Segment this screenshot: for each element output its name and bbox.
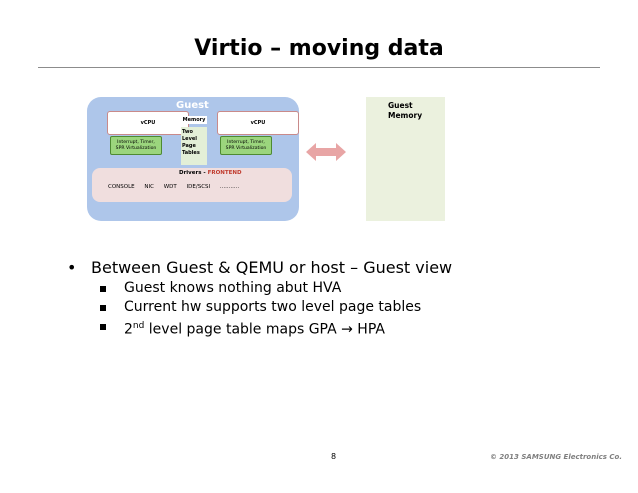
interrupt-left-box: Interrupt, Timer, SPR Virtualization <box>110 136 162 155</box>
page-number: 8 <box>331 452 337 461</box>
vcpu-right-box: vCPU <box>217 111 299 135</box>
two-level-line-3: Page <box>182 143 196 149</box>
bullet-sub-3-post: level page table maps GPA → HPA <box>144 321 385 338</box>
square-bullet-icon <box>100 286 106 292</box>
guest-label: Guest <box>176 100 209 111</box>
slide-title: Virtio – moving data <box>194 36 444 61</box>
drivers-prefix: Drivers - <box>179 170 208 176</box>
two-level-line-1: Two <box>182 129 193 135</box>
double-arrow-icon <box>306 143 346 161</box>
square-bullet-icon <box>100 324 106 330</box>
bullet-sub-2-text: Current hw supports two level page table… <box>124 299 422 315</box>
drivers-label: Drivers - FRONTEND <box>179 170 242 176</box>
interrupt-right-line2: SPR Virtualization <box>225 145 267 151</box>
interrupt-right-line1: Interrupt, Timer, <box>227 139 265 145</box>
drivers-list: CONSOLE NIC WDT IDE/SCSI ........... <box>108 184 247 190</box>
vcpu-left-label: vCPU <box>140 120 156 126</box>
bullet-sub-3: 2nd level page table maps GPA → HPA <box>67 317 452 340</box>
memory-label: Memory <box>181 116 207 124</box>
driver-console: CONSOLE <box>108 184 135 190</box>
bullet-sub-3-sup: nd <box>132 321 145 331</box>
title-divider <box>38 67 600 68</box>
drivers-frontend: FRONTEND <box>207 170 242 176</box>
guest-memory-box <box>366 97 445 221</box>
drivers-box <box>92 168 292 202</box>
bullet-sub-1: Guest knows nothing abut HVA <box>67 279 452 298</box>
vcpu-left-box: vCPU <box>107 111 189 135</box>
square-bullet-icon <box>100 305 106 311</box>
bullet-dot-icon: • <box>67 258 77 277</box>
driver-wdt: WDT <box>163 184 177 190</box>
bullet-sub-2: Current hw supports two level page table… <box>67 298 452 317</box>
driver-ide-scsi: IDE/SCSI <box>186 184 211 190</box>
bullet-sub-3-pre: 2 <box>124 321 133 338</box>
vcpu-right-label: vCPU <box>250 120 266 126</box>
interrupt-left-line1: Interrupt, Timer, <box>117 139 155 145</box>
driver-ellipsis: ........... <box>219 184 240 190</box>
two-level-line-4: Tables <box>182 150 200 156</box>
bullet-main: • Between Guest & QEMU or host – Guest v… <box>67 257 452 279</box>
guest-memory-label: Guest Memory <box>388 101 422 121</box>
interrupt-right-box: Interrupt, Timer, SPR Virtualization <box>220 136 272 155</box>
interrupt-left-line2: SPR Virtualization <box>115 145 157 151</box>
bullet-main-text: Between Guest & QEMU or host – Guest vie… <box>91 258 453 277</box>
driver-nic: NIC <box>144 184 154 190</box>
guest-memory-line2: Memory <box>388 111 423 120</box>
bullet-sub-1-text: Guest knows nothing abut HVA <box>124 280 342 296</box>
guest-memory-line1: Guest <box>388 101 413 110</box>
bullet-list: • Between Guest & QEMU or host – Guest v… <box>67 257 452 340</box>
two-level-page-tables-box: Two Level Page Tables <box>181 127 207 165</box>
two-level-line-2: Level <box>182 136 197 142</box>
copyright: © 2013 SAMSUNG Electronics Co. <box>490 453 622 461</box>
